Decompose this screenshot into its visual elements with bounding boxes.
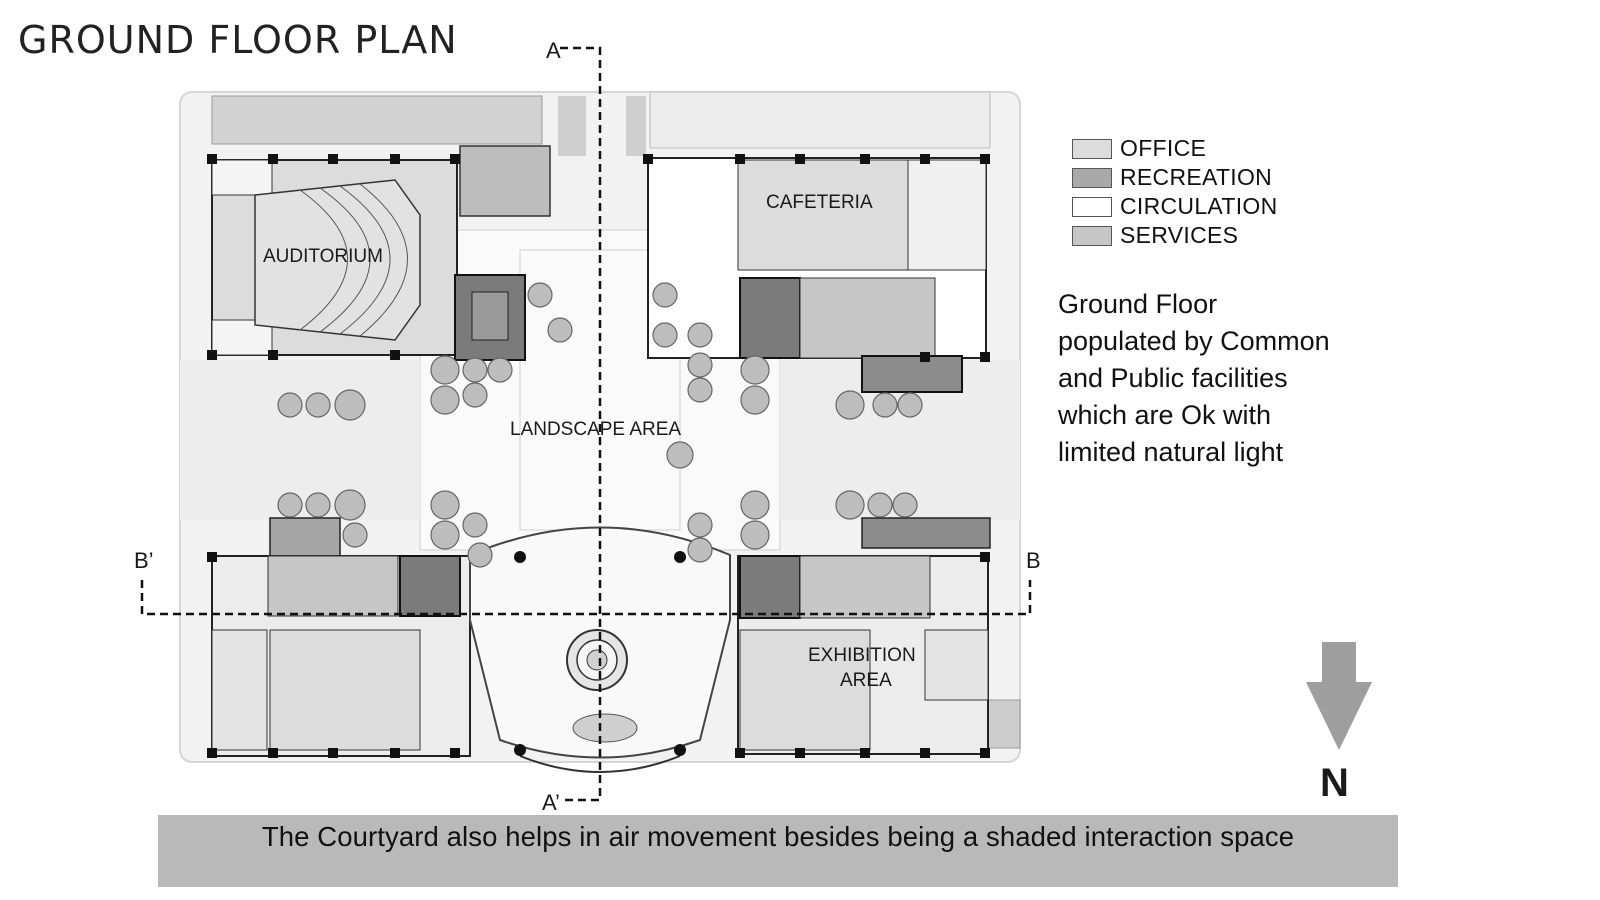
section-line-a bbox=[560, 46, 602, 802]
legend-item-recreation: RECREATION bbox=[1072, 163, 1278, 192]
section-lines bbox=[140, 46, 1032, 802]
trees bbox=[277, 282, 923, 568]
caption-banner: The Courtyard also helps in air movement… bbox=[158, 815, 1398, 887]
note-line: Ground Floor bbox=[1058, 289, 1218, 319]
legend-swatch-recreation bbox=[1072, 167, 1112, 188]
southeast-block bbox=[737, 517, 991, 755]
description-note: Ground Floor populated by Common and Pub… bbox=[1058, 286, 1398, 471]
southwest-block bbox=[211, 517, 471, 757]
room-label-cafeteria: CAFETERIA bbox=[766, 192, 873, 213]
caption-text: The Courtyard also helps in air movement… bbox=[261, 821, 1295, 852]
legend-item-circulation: CIRCULATION bbox=[1072, 192, 1278, 221]
room-label-exhibition: EXHIBITION bbox=[808, 645, 916, 666]
room-label-landscape: LANDSCAPE AREA bbox=[510, 419, 681, 440]
legend-swatch-office bbox=[1072, 138, 1112, 159]
north-arrow-icon bbox=[1306, 642, 1372, 750]
legend: OFFICE RECREATION CIRCULATION SERVICES bbox=[1072, 134, 1278, 250]
structural-columns bbox=[207, 154, 990, 758]
section-label-a: A bbox=[546, 38, 561, 63]
legend-swatch-circulation bbox=[1072, 196, 1112, 217]
room-label-auditorium: AUDITORIUM bbox=[263, 246, 383, 267]
section-label-a-prime: A’ bbox=[542, 790, 560, 815]
courtyard-entrance bbox=[469, 526, 731, 773]
legend-item-office: OFFICE bbox=[1072, 134, 1278, 163]
note-line: limited natural light bbox=[1058, 437, 1284, 467]
north-arrow: N bbox=[1306, 642, 1372, 805]
legend-swatch-services bbox=[1072, 225, 1112, 246]
note-line: which are Ok with bbox=[1058, 400, 1272, 430]
section-label-b: B bbox=[1026, 548, 1041, 573]
auditorium-block bbox=[211, 145, 551, 361]
legend-label-services: SERVICES bbox=[1120, 222, 1239, 248]
note-line: populated by Common bbox=[1058, 326, 1330, 356]
page-title: GROUND FLOOR PLAN bbox=[18, 18, 458, 62]
legend-item-services: SERVICES bbox=[1072, 221, 1278, 250]
section-line-b bbox=[140, 580, 1032, 616]
legend-label-recreation: RECREATION bbox=[1120, 164, 1273, 190]
north-label: N bbox=[1320, 761, 1349, 805]
legend-label-office: OFFICE bbox=[1120, 135, 1207, 161]
note-line: and Public facilities bbox=[1058, 363, 1288, 393]
room-label-exhibition-area: AREA bbox=[840, 670, 892, 691]
legend-label-circulation: CIRCULATION bbox=[1120, 193, 1278, 219]
section-label-b-prime: B’ bbox=[134, 548, 154, 573]
